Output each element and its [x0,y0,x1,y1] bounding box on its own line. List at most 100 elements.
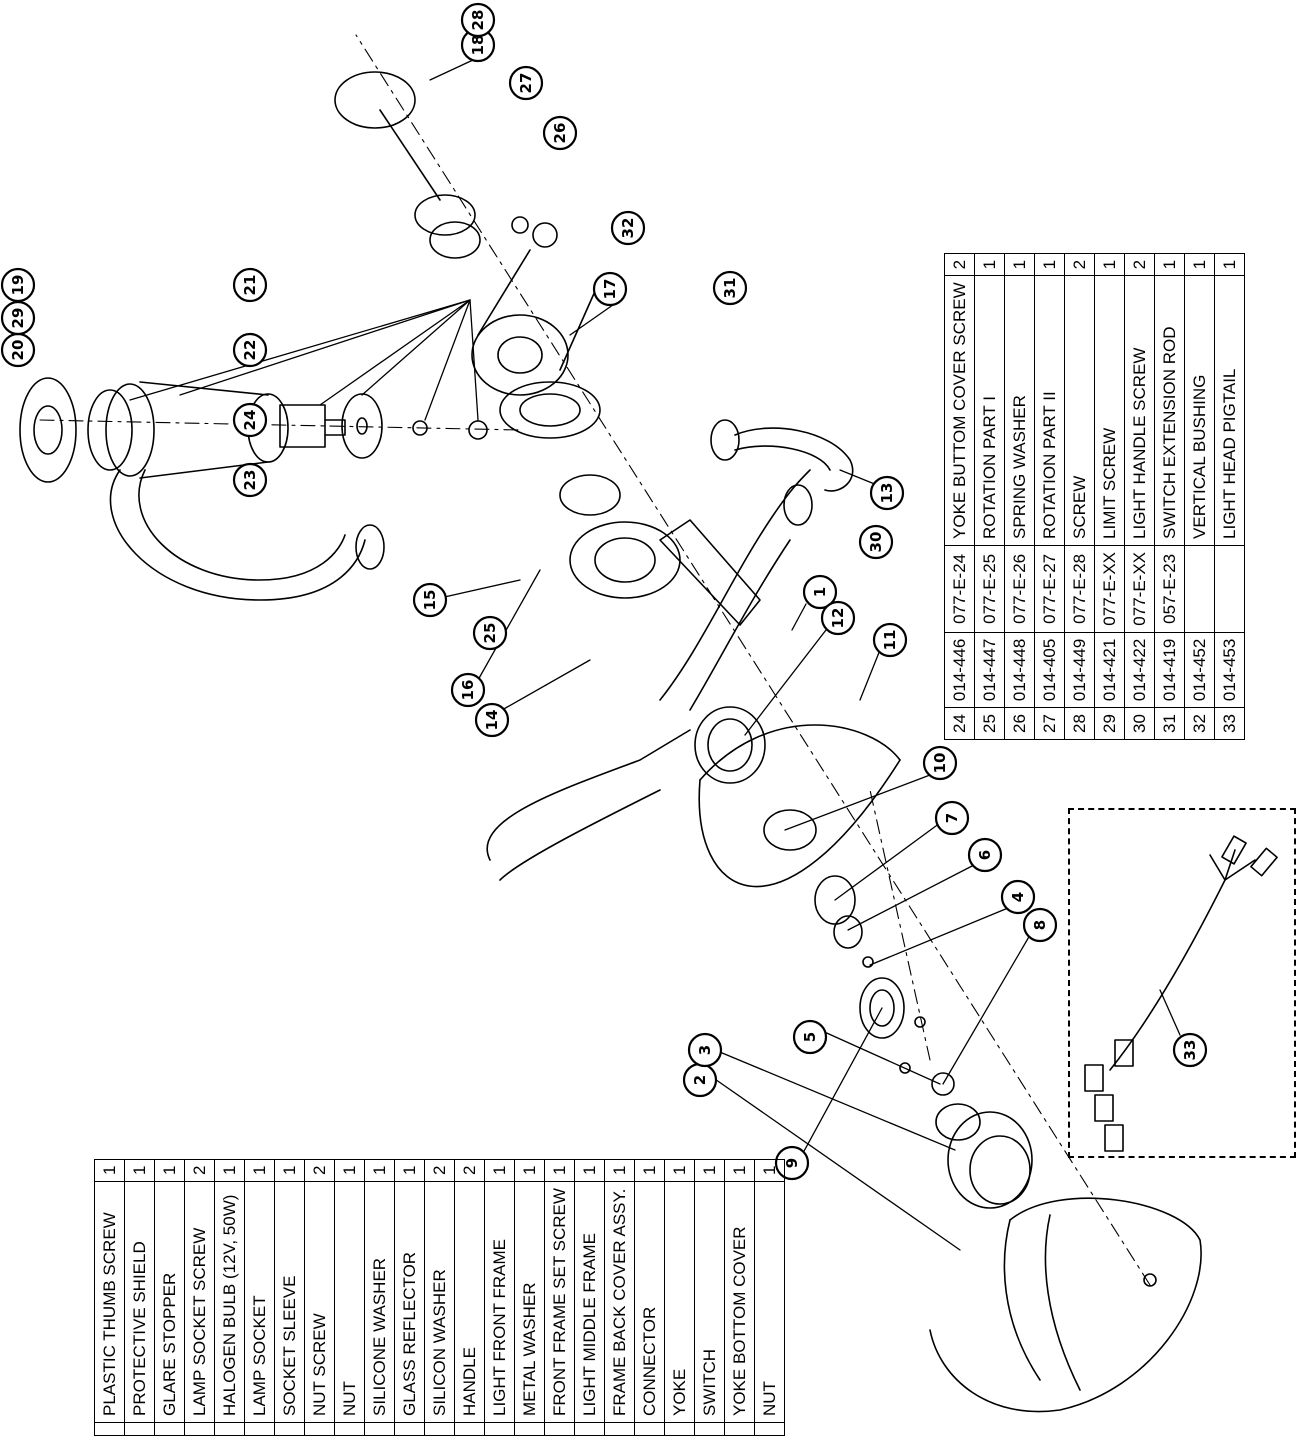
quantity-cell: 1 [694,1159,725,1182]
quantity-cell: 1 [724,1159,755,1182]
description-cell: YOKE BUTTOM COVER SCREW [944,275,975,546]
quantity-cell: 1 [574,1159,605,1182]
item-number-cell: 28 [1064,707,1095,740]
callout-label: 22 [241,340,259,361]
description-cell: LAMP SOCKET [244,1181,275,1423]
quantity-cell: 1 [1214,253,1245,276]
part-number-cell: 014-449 [1064,632,1095,708]
description-cell: SILICON WASHER [424,1181,455,1423]
description-cell: HANDLE [454,1181,485,1423]
callout-label: 20 [9,340,27,361]
part-number-cell: 014-419 [1154,632,1185,708]
part-number-cell: 014-405 [1034,632,1065,708]
quantity-cell: 2 [944,253,975,276]
description-cell: METAL WASHER [514,1181,545,1423]
callout-label: 5 [801,1032,819,1042]
blank-cell [634,1422,665,1436]
model-code-cell: 077-E-28 [1064,545,1095,633]
item-number-cell: 31 [1154,707,1185,740]
part-number-cell: 014-452 [1184,632,1215,708]
part-number-cell: 014-421 [1094,632,1125,708]
description-cell: PROTECTIVE SHIELD [124,1181,155,1423]
blank-cell [94,1422,125,1436]
callout-label: 1 [811,587,829,597]
model-code-cell: 077-E-XX [1094,545,1125,633]
callout-14: 14 [474,702,510,738]
callout-13: 13 [869,475,905,511]
quantity-cell: 2 [304,1159,335,1182]
callout-21: 21 [232,267,268,303]
item-number-cell: 32 [1184,707,1215,740]
quantity-cell: 1 [484,1159,515,1182]
quantity-cell: 1 [244,1159,275,1182]
blank-cell [754,1422,785,1436]
pigtail-detail-box [1068,808,1296,1158]
part-protective-shield [929,1197,1202,1413]
description-cell: LIGHT HANDLE SCREW [1124,275,1155,546]
callout-25: 25 [472,615,508,651]
callout-label: 3 [696,1045,714,1055]
callout-label: 26 [551,123,569,144]
callout-23: 23 [232,462,268,498]
callout-label: 18 [469,35,487,56]
blank-cell [604,1422,635,1436]
quantity-cell: 1 [364,1159,395,1182]
part-glare-stopper [19,377,155,483]
blank-cell [484,1422,515,1436]
callout-label: 25 [481,623,499,644]
callout-12: 12 [820,600,856,636]
part-number-cell: 014-448 [1004,632,1035,708]
blank-cell [694,1422,725,1436]
description-cell: HALOGEN BULB (12V, 50W) [214,1181,245,1423]
blank-cell [454,1422,485,1436]
callout-18: 18 [460,27,496,63]
description-cell: LIGHT FRONT FRAME [484,1181,515,1423]
quantity-cell: 2 [424,1159,455,1182]
description-cell: FRONT FRAME SET SCREW [544,1181,575,1423]
description-cell: SPRING WASHER [1004,275,1035,546]
callout-9: 9 [774,1145,810,1181]
quantity-cell: 1 [94,1159,125,1182]
leader-lines [129,52,1181,1251]
callout-10: 10 [922,745,958,781]
callout-label: 2 [691,1075,709,1085]
callout-28: 28 [460,2,496,38]
quantity-cell: 1 [274,1159,305,1182]
callout-15: 15 [412,582,448,618]
blank-cell [424,1422,455,1436]
part-glass-reflector [947,1111,1033,1209]
callout-label: 27 [517,73,535,94]
callout-label: 11 [881,630,899,651]
callout-label: 19 [9,275,27,296]
item-number-cell: 25 [974,707,1005,740]
quantity-cell: 1 [1034,253,1065,276]
description-cell: NUT SCREW [304,1181,335,1423]
callout-5: 5 [792,1019,828,1055]
description-cell: LIMIT SCREW [1094,275,1125,546]
item-number-cell: 26 [1004,707,1035,740]
part-number-cell: 014-446 [944,632,975,708]
callout-label: 16 [459,680,477,701]
quantity-cell: 1 [634,1159,665,1182]
callout-11: 11 [872,622,908,658]
callout-label: 24 [241,410,259,431]
callout-29: 29 [0,300,36,336]
blank-cell [334,1422,365,1436]
description-cell: YOKE [664,1181,695,1423]
callout-label: 28 [469,10,487,31]
